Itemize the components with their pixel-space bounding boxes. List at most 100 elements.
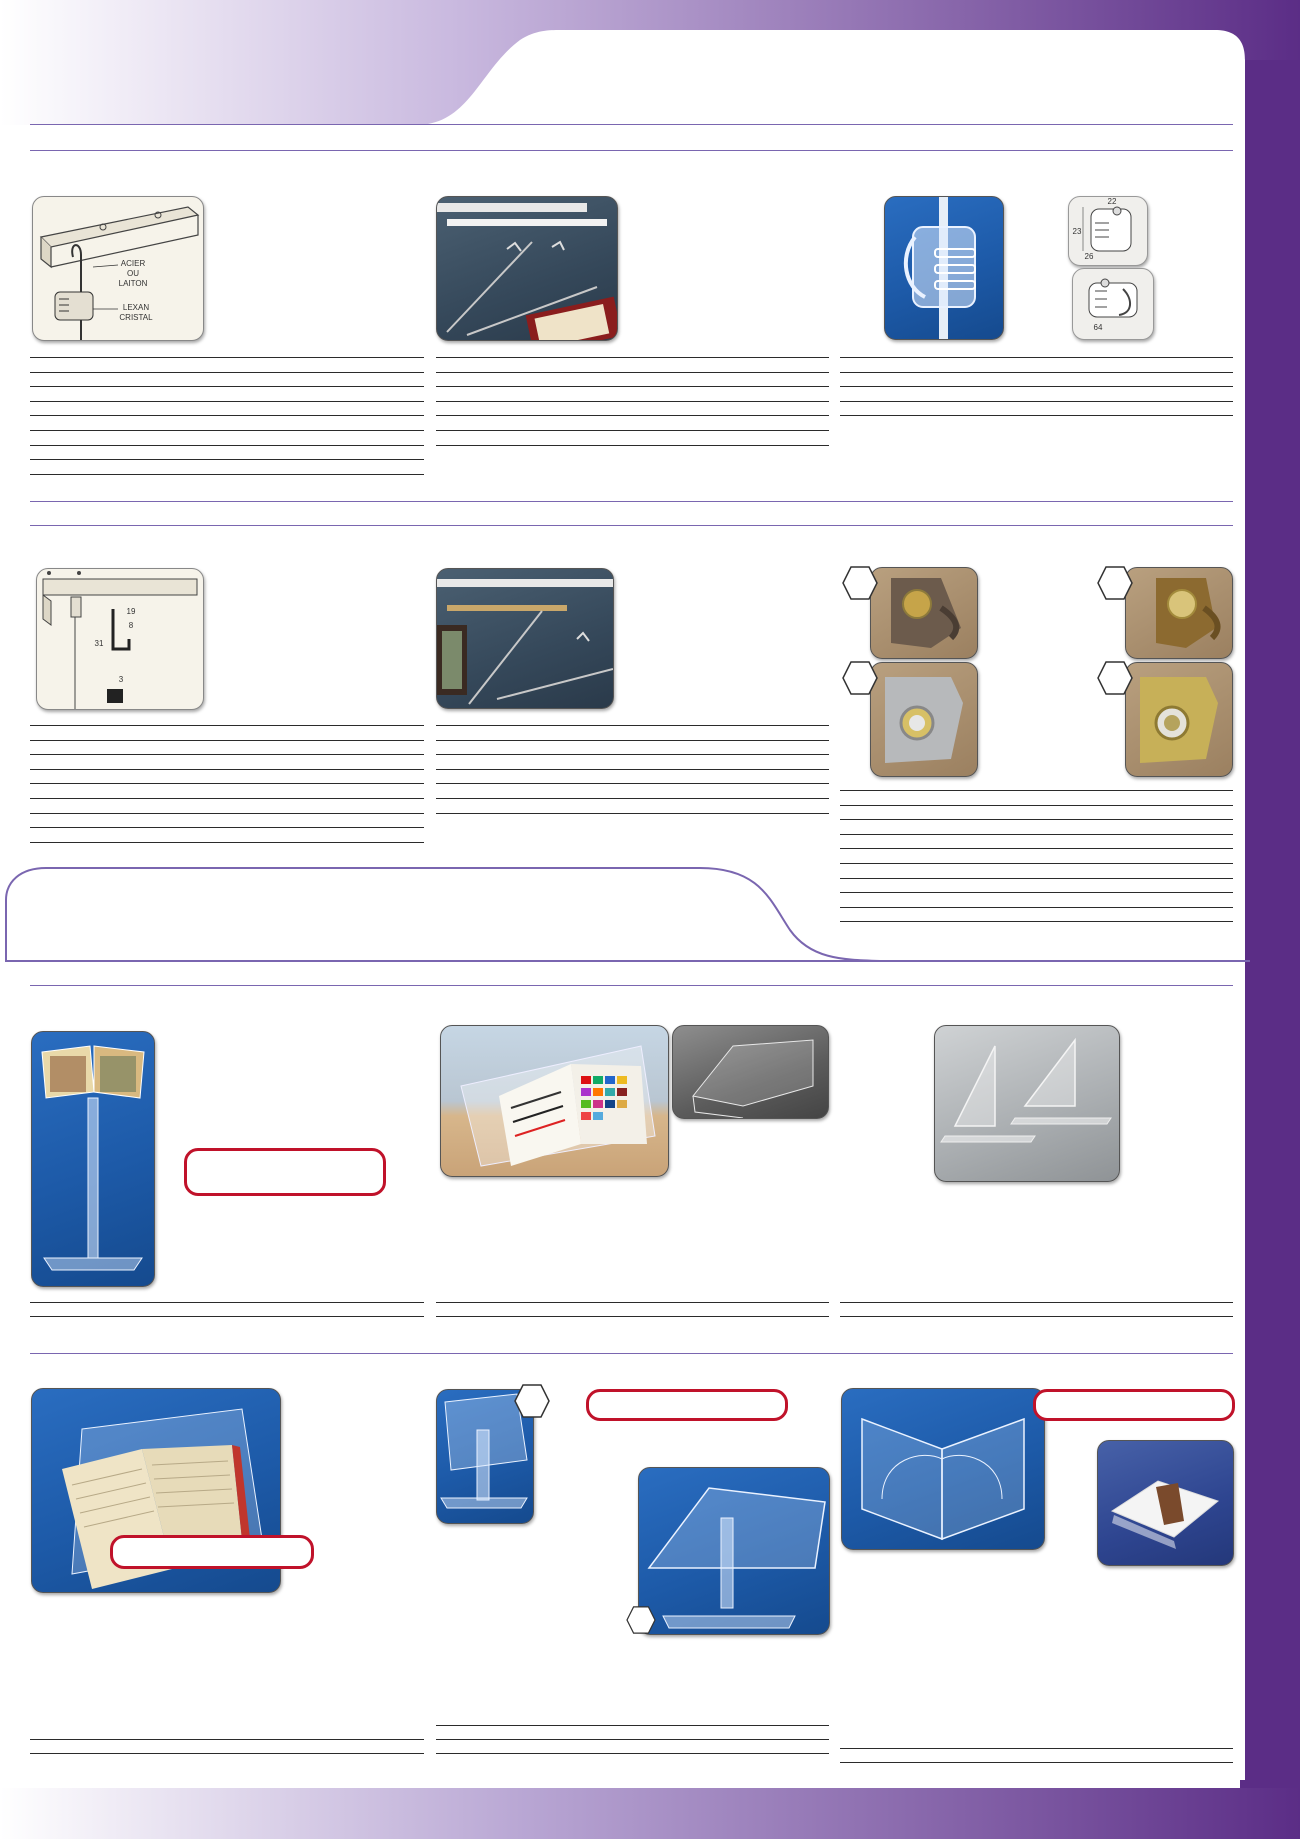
text-rule-line	[436, 812, 829, 814]
rail-dimension-diagram: 19 8 31 3	[36, 568, 204, 710]
text-rule-line	[30, 1753, 424, 1754]
text-rule-line	[30, 430, 424, 431]
tilted-lectern-photo	[638, 1467, 830, 1635]
text-rule-line	[30, 812, 424, 814]
hexagon-badge-icon	[842, 661, 878, 695]
text-rule-line	[840, 386, 1233, 388]
text-rule-line	[840, 1748, 1233, 1749]
red-callout-box-1	[184, 1148, 386, 1196]
text-rule-line	[840, 357, 1233, 358]
dim-26: 26	[1084, 252, 1094, 261]
text-rule-line	[436, 754, 829, 756]
label-laiton: LAITON	[118, 279, 148, 288]
text-rule-line	[436, 1753, 829, 1754]
text-rule-line	[840, 371, 1233, 373]
text-rule-line	[840, 400, 1233, 402]
text-rule-line	[30, 798, 424, 799]
text-rule-line	[840, 819, 1233, 821]
text-rule-line	[436, 1725, 829, 1726]
text-rule-line	[840, 921, 1233, 923]
hexagon-badge-icon	[626, 1606, 656, 1634]
label-lexan: LEXAN	[122, 303, 150, 312]
lectern-stand-photo	[31, 1031, 155, 1287]
text-rule-line	[840, 1316, 1233, 1317]
text-rule-line	[30, 357, 424, 358]
text-rule-line	[840, 863, 1233, 864]
text-rule-line	[840, 892, 1233, 894]
label-cristal: CRISTAL	[119, 313, 153, 322]
hanging-wires-photo	[436, 196, 618, 341]
small-lectern-photo	[436, 1389, 534, 1524]
label-acier: ACIER	[120, 259, 146, 268]
rail-dim-8: 8	[128, 621, 134, 630]
text-rule-line	[436, 798, 829, 799]
text-rule-line	[30, 459, 424, 461]
text-rule-line	[30, 1739, 424, 1740]
red-callout-box-3	[586, 1389, 788, 1421]
section-banner	[5, 867, 1250, 962]
text-rule-line	[30, 783, 424, 785]
text-rule-line	[840, 877, 1233, 879]
text-rule-line	[436, 357, 829, 358]
text-rule-line	[840, 848, 1233, 850]
hexagon-badge-icon	[514, 1384, 550, 1418]
acrylic-stand-photo-grey	[672, 1025, 829, 1119]
header-rule	[30, 124, 1233, 125]
red-callout-box-4	[1033, 1389, 1235, 1421]
dim-22: 22	[1107, 197, 1117, 206]
text-rule-line	[30, 444, 424, 446]
section-rule-4	[30, 985, 1233, 986]
text-rule-line	[436, 768, 829, 770]
rail-hook-diagram: ACIER OU LAITON LEXAN CRISTAL	[32, 196, 204, 341]
text-rule-line	[436, 1739, 829, 1740]
text-rule-line	[30, 1316, 424, 1317]
text-rule-line	[30, 754, 424, 756]
text-rule-line	[436, 444, 829, 446]
section-rule-2	[30, 501, 1233, 502]
hexagon-badge-icon	[1097, 566, 1133, 600]
dim-64: 64	[1093, 323, 1103, 332]
text-rule-line	[30, 400, 424, 402]
rail-dim-19: 19	[126, 607, 136, 616]
section-rule-5	[30, 1353, 1233, 1354]
text-rule-line	[840, 1762, 1233, 1763]
clip-photo-1	[870, 567, 978, 659]
text-rule-line	[30, 371, 424, 373]
hexagon-badge-icon	[842, 566, 878, 600]
text-rule-line	[436, 386, 829, 388]
red-callout-box-2	[110, 1535, 314, 1569]
easel-stands-photo	[934, 1025, 1120, 1182]
hanging-wires-photo-2	[436, 568, 614, 709]
text-rule-line	[30, 415, 424, 417]
text-rule-line	[436, 430, 829, 431]
text-rule-line	[436, 725, 829, 726]
text-rule-line	[840, 833, 1233, 835]
text-rule-line	[840, 790, 1233, 791]
hexagon-badge-icon	[1097, 661, 1133, 695]
text-rule-line	[436, 415, 829, 417]
text-rule-line	[840, 804, 1233, 806]
text-rule-line	[436, 1302, 829, 1303]
text-rule-line	[436, 739, 829, 741]
small-book-display-photo	[1097, 1440, 1234, 1566]
clip-photo-3	[870, 662, 978, 777]
clip-photo-4	[1125, 662, 1233, 777]
text-rule-line	[840, 415, 1233, 417]
header-banner	[0, 0, 1300, 130]
text-rule-line	[30, 386, 424, 388]
hook-dimension-diagram-top: 22 23 26	[1068, 196, 1148, 266]
label-ou: OU	[127, 269, 139, 278]
section-rule-3	[30, 525, 1233, 526]
text-rule-line	[436, 400, 829, 402]
text-rule-line	[30, 841, 424, 843]
text-rule-line	[436, 783, 829, 785]
text-rule-line	[30, 725, 424, 726]
hook-dimension-diagram-bottom: 64	[1072, 268, 1154, 340]
text-rule-line	[30, 473, 424, 475]
dim-23: 23	[1072, 227, 1082, 236]
text-rule-line	[436, 1316, 829, 1317]
section-rule-1	[30, 150, 1233, 151]
v-shaped-stand-photo	[841, 1388, 1045, 1550]
text-rule-line	[30, 1302, 424, 1303]
book-holder-photo	[440, 1025, 669, 1177]
